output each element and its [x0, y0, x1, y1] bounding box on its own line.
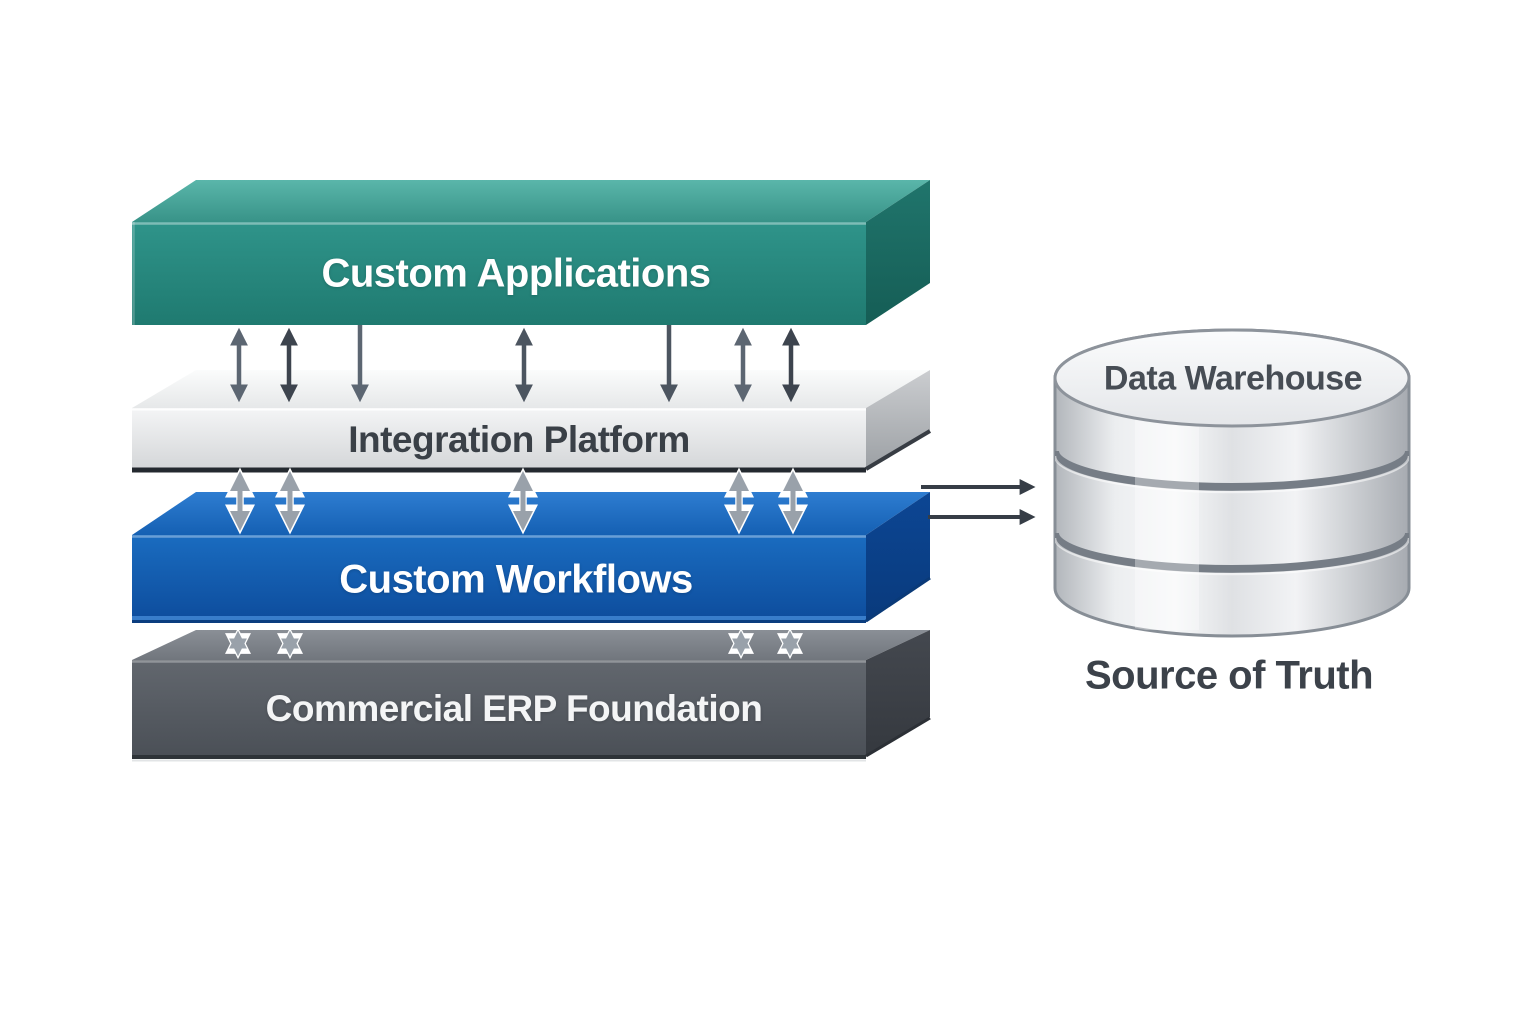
arrows-apps-to-integration	[230, 325, 800, 403]
layer-slab-integration-platform	[132, 370, 932, 473]
slab-top-face	[132, 492, 930, 535]
slab-top-face	[132, 180, 930, 222]
slab-bottom-edge	[865, 716, 931, 758]
database-groove	[1055, 532, 1409, 573]
slab-front-face	[132, 660, 866, 755]
slab-front-face	[132, 222, 866, 325]
slab-side-face	[866, 630, 930, 755]
arrows-workflows-to-erp	[225, 627, 803, 660]
slab-side-face	[866, 180, 930, 325]
slab-top-face	[132, 630, 930, 660]
slab-top-face	[132, 370, 930, 408]
slab-bottom-highlight	[132, 616, 866, 620]
slab-front-face	[132, 535, 866, 622]
slab-front-face	[132, 408, 866, 468]
database-icon	[1053, 328, 1411, 638]
layer-slab-custom-applications	[132, 180, 930, 325]
slab-bottom-edge	[864, 429, 932, 471]
slab-bottom-edge	[865, 576, 931, 623]
database-groove	[1055, 450, 1409, 491]
arrows-integration-to-workflows	[225, 467, 808, 535]
layer-slab-commercial-erp-foundation	[132, 630, 931, 762]
layer-slab-custom-workflows	[132, 492, 931, 623]
database-top	[1053, 328, 1411, 428]
database-groove-highlight	[1055, 455, 1409, 494]
arrows-to-warehouse	[921, 479, 1036, 525]
slab-side-face	[866, 370, 930, 468]
database-groove-highlight	[1055, 537, 1409, 576]
